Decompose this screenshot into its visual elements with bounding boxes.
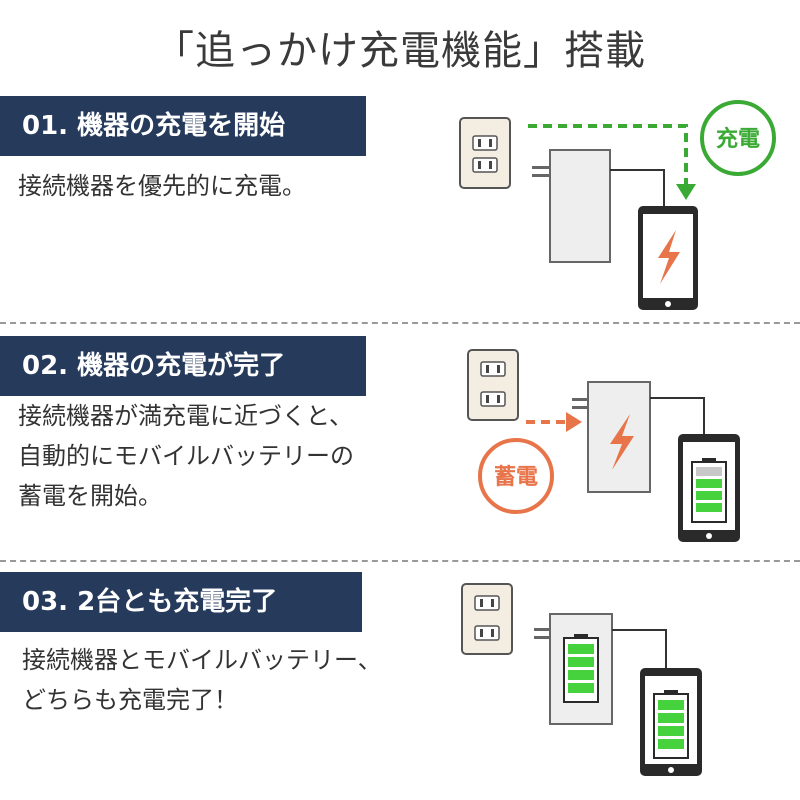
step-1-description: 接続機器を優先的に充電。 — [18, 166, 306, 206]
step-2-illustration: 蓄電 — [440, 336, 800, 550]
lightning-icon — [658, 230, 680, 284]
step-3-description-line: 接続機器とモバイルバッテリー、 — [22, 646, 382, 674]
mobile-battery-icon — [549, 149, 611, 263]
step-1-illustration: 充電 — [440, 88, 800, 318]
step-2-description-line: 自動的にモバイルバッテリーの — [18, 442, 354, 470]
storage-badge: 蓄電 — [494, 465, 538, 490]
step-1-description-line: 接続機器を優先的に充電。 — [18, 172, 306, 200]
wall-outlet-icon — [459, 117, 511, 189]
step-3-description-line: どちらも充電完了！ — [22, 686, 238, 714]
wall-outlet-icon — [461, 583, 513, 655]
step-2-description-line: 蓄電を開始。 — [18, 482, 162, 510]
charge-arrow-icon — [676, 184, 696, 200]
battery-level-icon — [563, 634, 599, 703]
smartphone-icon — [638, 206, 698, 310]
step-2-description: 接続機器が満充電に近づくと、 自動的にモバイルバッテリーの 蓄電を開始。 — [18, 396, 354, 516]
smartphone-icon — [678, 434, 740, 542]
step-3-header: 03. 2台とも充電完了 — [0, 572, 362, 632]
section-divider — [0, 322, 800, 324]
battery-level-icon — [691, 458, 727, 523]
page-title: 「追っかけ充電機能」搭載 — [154, 28, 646, 74]
smartphone-icon — [640, 668, 702, 776]
mobile-battery-icon — [587, 381, 651, 493]
storage-arrow-icon — [566, 412, 582, 432]
step-2-description-line: 接続機器が満充電に近づくと、 — [18, 402, 354, 430]
charge-badge: 充電 — [716, 126, 760, 152]
section-divider — [0, 560, 800, 562]
wall-outlet-icon — [467, 349, 519, 421]
step-2-header: 02. 機器の充電が完了 — [0, 336, 366, 396]
battery-level-icon — [653, 690, 689, 759]
step-1-header: 01. 機器の充電を開始 — [0, 96, 366, 156]
step-3-illustration — [440, 572, 800, 786]
step-3-description: 接続機器とモバイルバッテリー、 どちらも充電完了！ — [22, 640, 382, 720]
lightning-icon — [610, 414, 634, 470]
mobile-battery-icon — [549, 613, 613, 725]
